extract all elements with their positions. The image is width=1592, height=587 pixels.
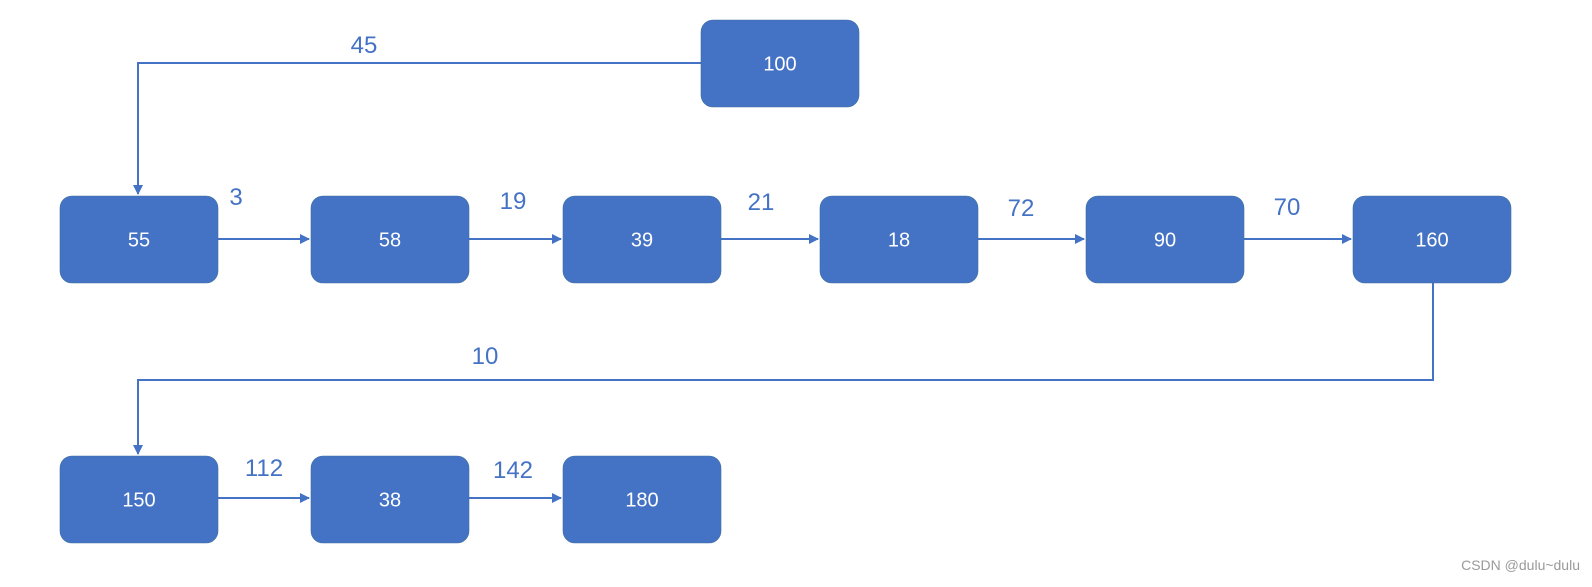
node-55: 55 [59,195,219,284]
node-box [562,455,722,544]
watermark-text: CSDN @dulu~dulu [1461,557,1580,573]
node-box [700,19,860,108]
edge-label: 10 [472,343,499,370]
node-box [562,195,722,284]
node-label: 180 [625,490,658,512]
node-box [819,195,979,284]
node-label: 90 [1154,230,1176,252]
edge-label: 142 [493,457,533,484]
edge-arrow-n160-to-n150 [133,283,1434,455]
node-label: 100 [763,54,796,76]
edge-arrow-n100-to-n55 [133,62,701,195]
node-label: 58 [379,230,401,252]
node-label: 38 [379,490,401,512]
node-150: 150 [59,455,219,544]
node-180: 180 [562,455,722,544]
node-box [1352,195,1512,284]
edge-label: 45 [351,32,378,59]
node-58: 58 [310,195,470,284]
node-box [1085,195,1245,284]
edge-label: 112 [245,455,283,482]
node-90: 90 [1085,195,1245,284]
edge-label: 72 [1008,195,1035,222]
node-box [310,455,470,544]
node-18: 18 [819,195,979,284]
node-label: 55 [128,230,150,252]
node-160: 160 [1352,195,1512,284]
node-label: 39 [631,230,653,252]
node-label: 150 [122,490,155,512]
node-box [310,195,470,284]
node-label: 18 [888,230,910,252]
node-label: 160 [1415,230,1448,252]
node-38: 38 [310,455,470,544]
node-box [59,195,219,284]
edge-label: 3 [229,184,242,211]
edge-label: 21 [748,189,775,216]
node-100: 100 [700,19,860,108]
edge-label: 70 [1274,194,1301,221]
node-39: 39 [562,195,722,284]
node-box [59,455,219,544]
edge-label: 19 [500,188,527,215]
